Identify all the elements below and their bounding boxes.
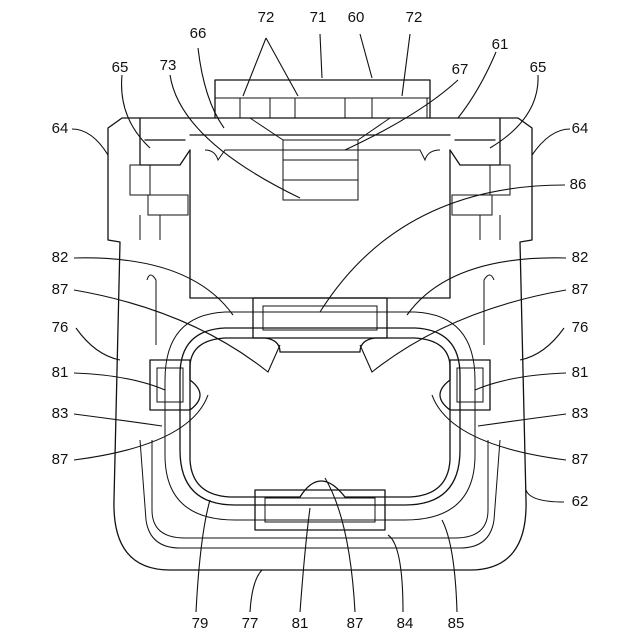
label-76-left: 76 (52, 319, 69, 336)
seal-ring (152, 312, 488, 538)
label-79: 79 (192, 615, 209, 632)
label-71: 71 (310, 9, 327, 26)
label-77: 77 (242, 615, 259, 632)
label-81-right: 81 (572, 364, 589, 381)
label-87-bottom: 87 (347, 615, 364, 632)
label-66: 66 (190, 25, 207, 42)
label-73: 73 (160, 57, 177, 74)
label-87-lower-left: 87 (52, 451, 69, 468)
label-81-left: 81 (52, 364, 69, 381)
label-64-right: 64 (572, 120, 589, 137)
label-72-right: 72 (406, 9, 423, 26)
label-84: 84 (397, 615, 414, 632)
label-82-right: 82 (572, 249, 589, 266)
label-76-right: 76 (572, 319, 589, 336)
inner-cavity (190, 338, 450, 497)
label-81-bottom: 81 (292, 615, 309, 632)
beveled-blocks (150, 298, 490, 530)
upper-body (190, 118, 450, 298)
label-85: 85 (448, 615, 465, 632)
label-60: 60 (348, 9, 365, 26)
label-86: 86 (570, 176, 587, 193)
label-87-lower-right: 87 (572, 451, 589, 468)
label-83-right: 83 (572, 405, 589, 422)
label-67: 67 (452, 61, 469, 78)
reference-numerals: 72 71 60 72 66 61 65 73 67 65 64 64 86 8… (52, 9, 589, 632)
label-65-right: 65 (530, 59, 547, 76)
right-latch (450, 118, 510, 240)
label-62: 62 (572, 493, 589, 510)
label-87-upper-right: 87 (572, 281, 589, 298)
label-65-left: 65 (112, 59, 129, 76)
label-61: 61 (492, 36, 509, 53)
label-82-left: 82 (52, 249, 69, 266)
label-87-upper-left: 87 (52, 281, 69, 298)
label-72-left: 72 (258, 9, 275, 26)
label-83-left: 83 (52, 405, 69, 422)
label-64-left: 64 (52, 120, 69, 137)
